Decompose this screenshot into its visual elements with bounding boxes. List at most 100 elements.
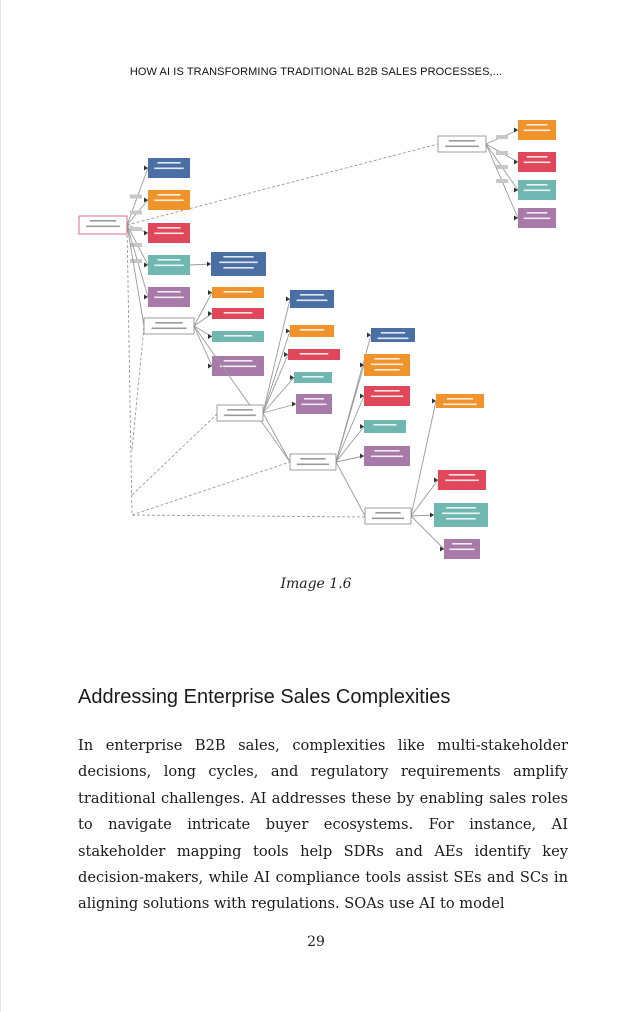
- edge-label-chip: [130, 243, 142, 247]
- connector-line: [193, 292, 213, 327]
- node-text-line: [223, 291, 253, 293]
- node-text-line: [157, 162, 181, 164]
- node-text-line: [157, 227, 181, 229]
- edge-label-chip: [496, 165, 508, 169]
- arrowhead: [432, 398, 436, 404]
- task-node: [364, 420, 406, 433]
- arrowhead: [208, 363, 212, 369]
- node-text-line: [223, 267, 254, 269]
- node-text-line: [370, 363, 404, 366]
- arrowhead: [367, 332, 371, 338]
- stage-node: [143, 317, 195, 335]
- node-text-line: [377, 337, 409, 340]
- connector-line: [335, 364, 365, 463]
- connector-line: [410, 400, 437, 517]
- node-text-line: [523, 217, 551, 220]
- stage-node: [437, 135, 487, 153]
- task-node: [371, 328, 415, 342]
- connector-line: [262, 330, 291, 414]
- node-text-line: [154, 199, 184, 202]
- node-text-line: [157, 259, 181, 261]
- node-text-line: [154, 264, 184, 267]
- running-head: HOW AI IS TRANSFORMING TRADITIONAL B2B S…: [129, 66, 503, 78]
- arrowhead: [208, 290, 212, 295]
- arrowhead: [434, 477, 438, 483]
- arrowhead: [514, 187, 518, 193]
- page-number: 29: [307, 934, 325, 950]
- arrowhead: [144, 262, 148, 268]
- connector-line: [410, 479, 439, 517]
- body-paragraph: In enterprise B2B sales, complexities li…: [78, 737, 568, 913]
- node-text-line: [371, 517, 405, 520]
- node-text-line: [370, 455, 404, 458]
- node-text-line: [375, 512, 401, 514]
- arrowhead: [360, 393, 364, 399]
- arrowhead: [514, 215, 518, 221]
- node-text-line: [526, 212, 548, 214]
- node-text-line: [223, 335, 253, 337]
- stage-node: [216, 404, 264, 422]
- node-text-line: [301, 403, 327, 406]
- node-text-line: [223, 414, 257, 417]
- task-node: [290, 325, 334, 337]
- edge-label-chip: [496, 135, 508, 139]
- connector-line: [131, 413, 218, 496]
- node-text-line: [446, 518, 476, 520]
- node-text-line: [449, 548, 475, 551]
- edge-label-chip: [130, 227, 142, 231]
- node-text-line: [370, 395, 404, 398]
- node-text-line: [526, 124, 548, 126]
- stage-node: [364, 507, 412, 525]
- node-text-line: [374, 358, 400, 360]
- node-text-line: [526, 184, 548, 186]
- connector-line: [410, 515, 445, 550]
- node-text-line: [373, 424, 397, 426]
- arrowhead: [360, 424, 364, 429]
- node-text-line: [523, 129, 551, 132]
- arrowhead: [284, 352, 288, 357]
- node-text-line: [446, 398, 474, 400]
- edge-label-chip: [130, 210, 142, 215]
- page-edge: [0, 0, 1, 1012]
- process-flow-diagram: [74, 120, 574, 565]
- connector-line: [193, 325, 291, 463]
- node-text-line: [374, 450, 400, 452]
- connector-line: [335, 395, 365, 463]
- node-text-line: [452, 543, 472, 545]
- task-node: [211, 252, 266, 276]
- arrowhead: [208, 311, 212, 316]
- node-text-line: [296, 463, 330, 466]
- node-text-line: [445, 479, 479, 482]
- node-text-line: [154, 232, 184, 235]
- connector-line: [335, 461, 366, 517]
- node-text-line: [227, 409, 253, 411]
- connector-line: [131, 325, 145, 451]
- arrowhead: [360, 453, 364, 459]
- arrowhead: [514, 159, 518, 165]
- node-text-line: [157, 291, 181, 293]
- node-text-line: [151, 327, 187, 330]
- node-text-line: [157, 194, 181, 196]
- node-text-line: [304, 398, 324, 400]
- connector-line: [262, 403, 297, 414]
- arrowhead: [430, 512, 434, 518]
- node-text-line: [154, 296, 184, 299]
- node-text-line: [523, 161, 551, 164]
- connector-line: [262, 354, 289, 414]
- node-text-line: [219, 365, 257, 368]
- arrowhead: [144, 165, 148, 171]
- connector-line: [262, 377, 295, 414]
- arrowhead: [286, 296, 290, 302]
- edge-label-chip: [130, 194, 142, 199]
- connector-line: [131, 514, 366, 518]
- connector-line: [126, 224, 145, 327]
- arrowhead: [144, 294, 148, 300]
- node-text-line: [443, 403, 477, 406]
- connector-line: [262, 412, 291, 463]
- node-text-line: [374, 390, 400, 392]
- node-text-line: [155, 322, 183, 324]
- node-text-line: [374, 369, 400, 371]
- stage-node-root: [78, 215, 128, 235]
- figure-caption: Image 1.6: [280, 576, 352, 592]
- arrowhead: [208, 334, 212, 339]
